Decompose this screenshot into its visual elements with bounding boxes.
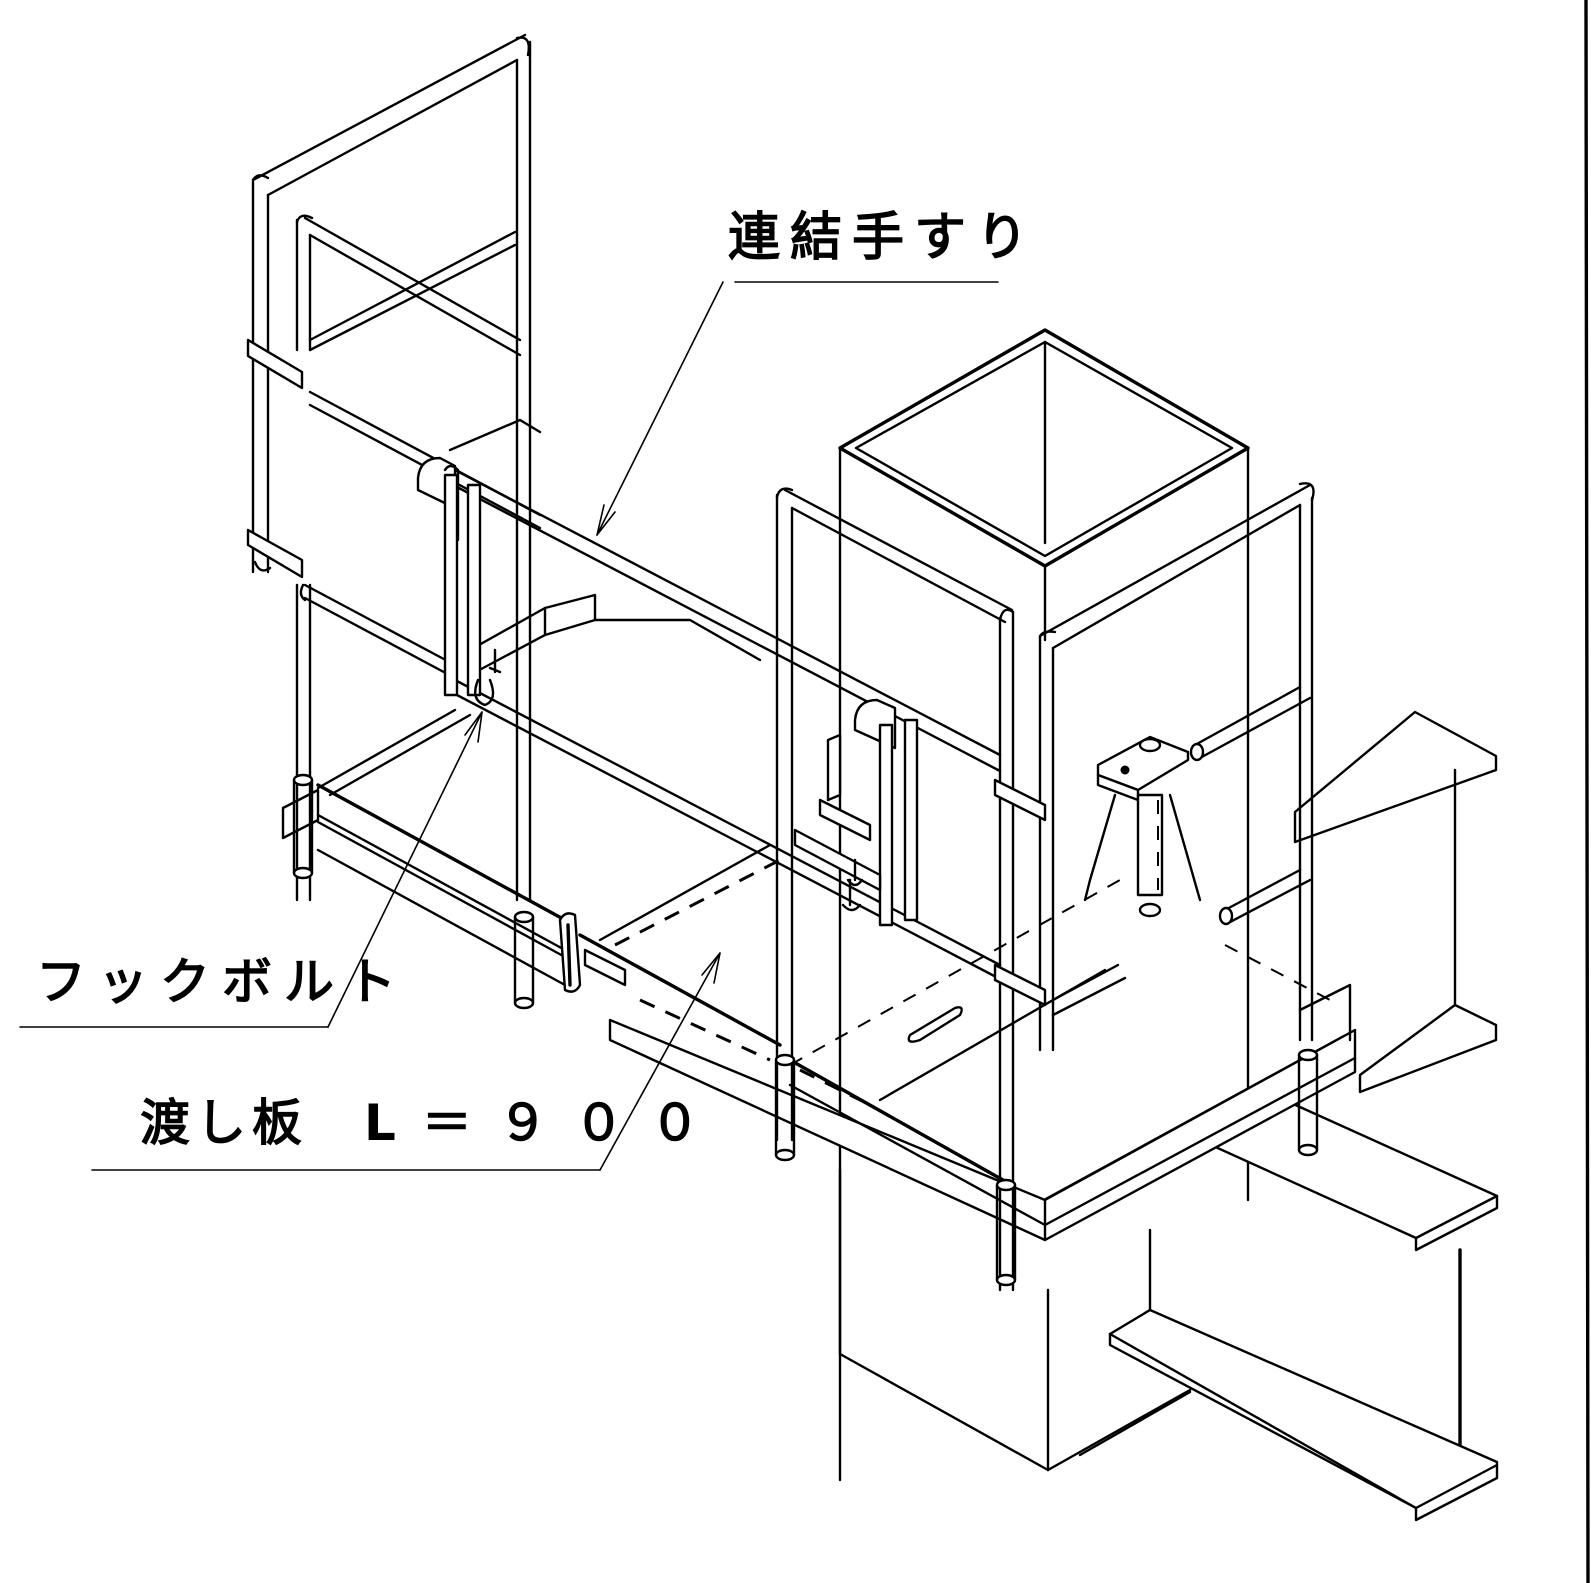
steel-i-beam-upper <box>1293 710 1498 1094</box>
leader-bridge-plate <box>91 952 721 1171</box>
left-platform <box>281 418 762 987</box>
hook-bolt-label: フックボルト <box>36 953 408 1011</box>
bridge-plate-name: 渡し板 <box>140 1094 308 1152</box>
page-border-right <box>1584 0 1590 1583</box>
pier-column <box>838 328 1250 1482</box>
platform-deck <box>608 879 1357 1242</box>
leader-connecting-handrail <box>596 281 999 536</box>
connecting-handrail-label: 連結手すり <box>728 208 1039 268</box>
leader-hook-bolt <box>19 711 483 1028</box>
bridge-plate-dimension: L＝９００ <box>364 1094 726 1152</box>
steel-i-beam-lower <box>1078 1096 1499 1522</box>
jack-support <box>1083 735 1202 918</box>
right-handrail-frame <box>774 482 1319 1292</box>
left-handrail-frame <box>246 33 542 1010</box>
connecting-handrail <box>416 456 1002 981</box>
bridge-plate <box>558 843 963 1107</box>
